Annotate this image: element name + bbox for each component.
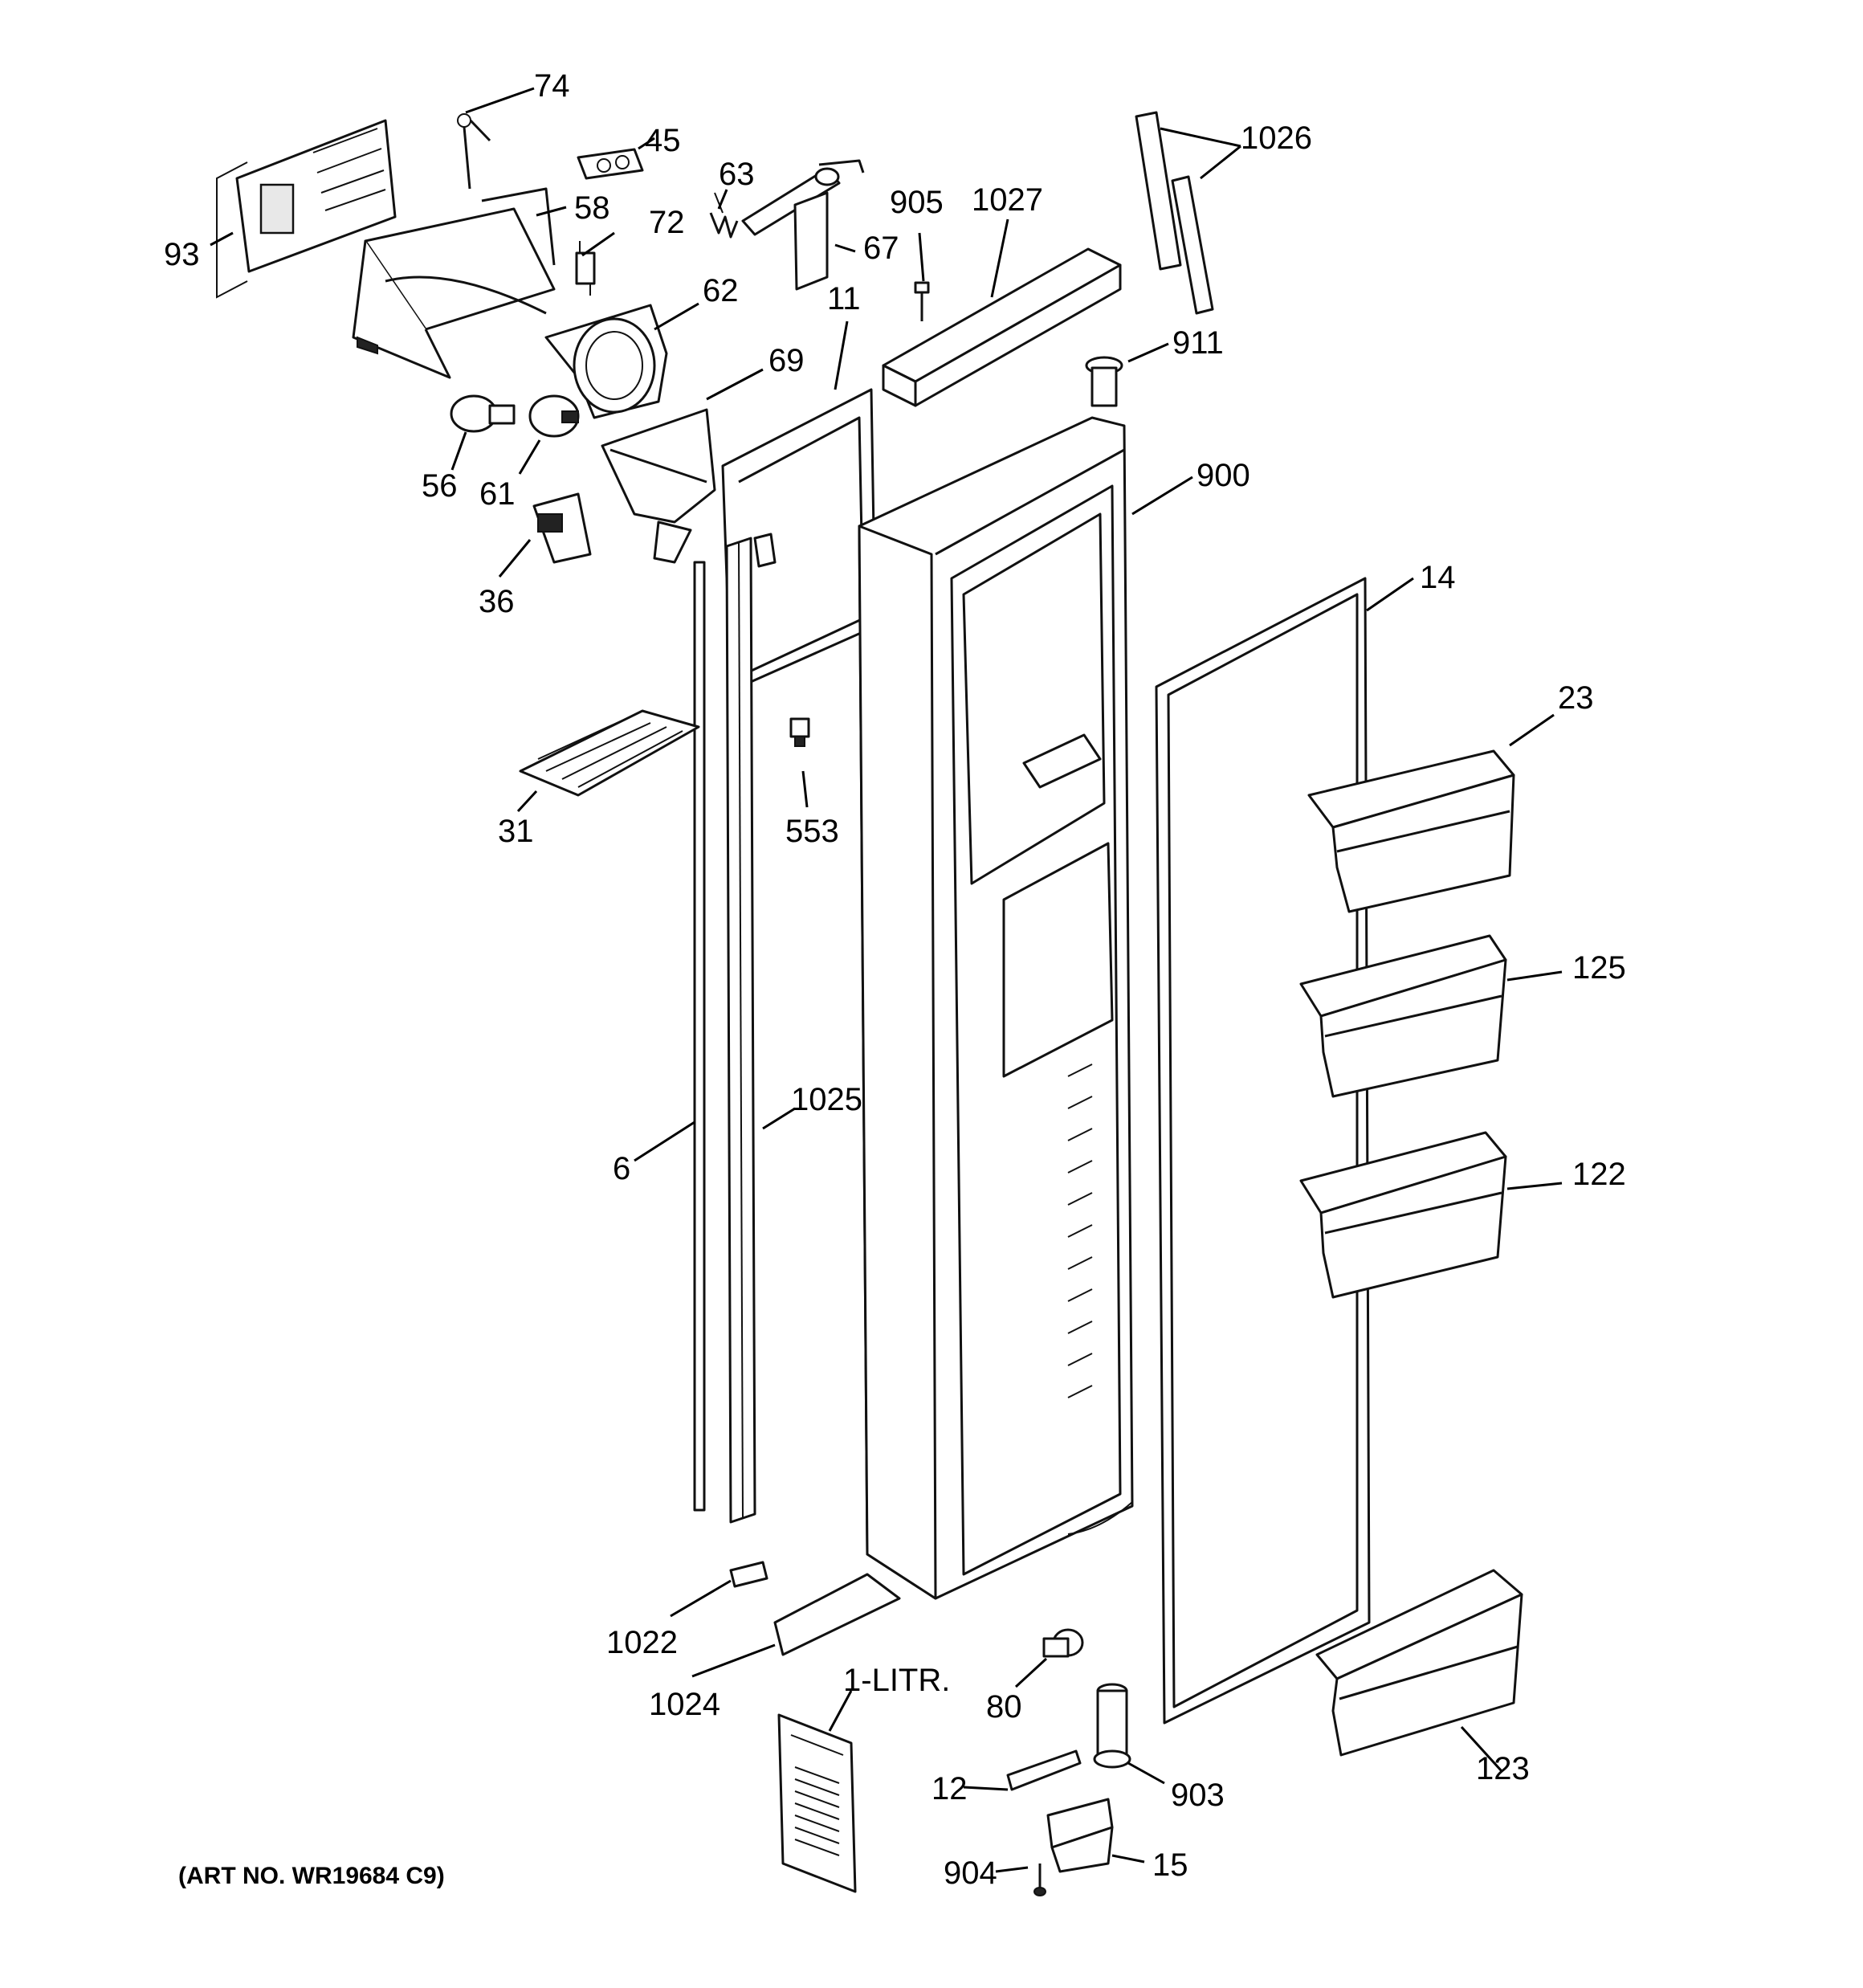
callout-72: 72 [649,205,685,240]
callout-1024: 1024 [649,1687,720,1722]
callout-12: 12 [932,1771,968,1806]
callout-45: 45 [645,123,681,158]
callout-904: 904 [944,1855,997,1891]
callout-553: 553 [785,814,839,849]
callout-125: 125 [1572,950,1626,986]
callout-93: 93 [164,237,200,272]
callout-31: 31 [498,814,534,849]
part-hinge-bracket [1046,1798,1114,1873]
art-number-caption: (ART NO. WR19684 C9) [178,1863,445,1889]
part-bushing-911 [1085,356,1123,407]
part-actuator-arm [741,159,865,291]
callout-14: 14 [1420,560,1456,595]
part-door-bin-122 [1299,1131,1507,1299]
callout-67: 67 [863,231,899,266]
callout-1025: 1025 [791,1082,862,1117]
part-gasket-strip [693,561,706,1512]
callout-6: 6 [613,1151,630,1186]
part-button-553 [789,717,810,747]
part-bottom-trim [773,1573,901,1656]
callout-1026: 1026 [1241,120,1312,156]
part-door-bin-23 [1307,749,1515,913]
part-shim-12 [1006,1749,1082,1791]
callout-74: 74 [534,68,570,104]
callout-61: 61 [479,476,516,512]
callout-62: 62 [703,273,739,308]
callout-69: 69 [768,343,805,378]
callout-56: 56 [422,468,458,504]
part-bracket-45 [577,148,644,180]
callout-63: 63 [719,157,755,192]
callout-911: 911 [1172,325,1224,361]
part-ring-62 [544,304,668,419]
part-top-cap [882,247,1122,407]
callout-123: 123 [1476,1751,1530,1786]
callout-903: 903 [1171,1778,1225,1813]
callout-905: 905 [890,185,944,220]
part-screw-904 [1033,1863,1046,1896]
part-spring-74 [457,113,491,190]
part-clip-1022 [729,1561,768,1588]
part-socket-61 [528,394,580,438]
part-lamp-bulb [450,394,516,433]
part-filter-cover [777,1713,857,1893]
part-plug-80 [1042,1628,1084,1658]
callout-1022: 1022 [606,1625,678,1660]
callout-58: 58 [574,190,610,226]
callout-labels: 74 45 93 58 72 63 67 905 1027 1026 62 11… [164,68,1626,1891]
callout-122: 122 [1572,1157,1626,1192]
part-funnel-69 [601,408,716,564]
callout-11: 11 [827,281,861,316]
part-control-panel [216,119,397,299]
callout-36: 36 [479,584,515,619]
part-hinge-trim [1135,111,1214,315]
callout-23: 23 [1558,680,1594,716]
part-trim-channel [725,533,777,1524]
part-door-bin-123 [1315,1569,1523,1757]
part-dispenser-housing [352,187,556,379]
part-door-bin-125 [1299,934,1507,1098]
part-door-outer [858,416,1134,1600]
callout-80: 80 [986,1689,1022,1725]
part-sleeve-903 [1093,1683,1131,1769]
part-bracket-36 [532,492,592,564]
part-screw-905 [914,281,930,321]
callout-1litr: 1-LITR. [843,1663,950,1698]
part-door-gasket [1155,577,1371,1725]
part-grille [519,709,700,797]
callout-900: 900 [1196,458,1250,493]
part-spring-63 [709,192,739,239]
leader-lines [210,87,1563,1873]
callout-1027: 1027 [972,182,1043,218]
callout-15: 15 [1152,1847,1188,1883]
